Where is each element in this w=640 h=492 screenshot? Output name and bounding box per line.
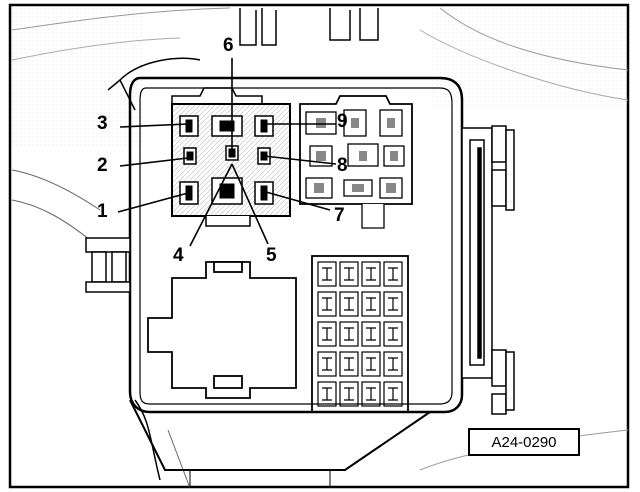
fuse-blade-icon [344, 357, 354, 371]
fuse-slot [339, 321, 359, 347]
relay-socket-block [171, 87, 291, 227]
callout-6: 6 [223, 35, 234, 56]
fuse-blade-icon [366, 297, 376, 311]
callout-8: 8 [337, 155, 348, 176]
fuse-panel [311, 255, 409, 413]
callout-2: 2 [97, 155, 108, 176]
fuse-blade-icon [322, 267, 332, 281]
box-housing [128, 76, 464, 488]
fuse-slot [383, 291, 403, 317]
callout-7: 7 [334, 205, 345, 226]
fuse-blade-icon [344, 327, 354, 341]
fuse-slot [317, 291, 337, 317]
fuse-blade-icon [366, 387, 376, 401]
fuse-slot [383, 261, 403, 287]
relay-socket-block-right [299, 95, 413, 229]
fuse-blade-icon [388, 357, 398, 371]
fuse-blade-icon [388, 387, 398, 401]
fuse-slot [383, 381, 403, 407]
fuse-blade-icon [322, 387, 332, 401]
fuse-blade-icon [322, 297, 332, 311]
fuse-blade-icon [366, 357, 376, 371]
callout-3: 3 [97, 113, 108, 134]
fuse-slot [317, 381, 337, 407]
fuse-slot [361, 381, 381, 407]
fuse-blade-icon [388, 327, 398, 341]
callout-leaders [117, 58, 337, 247]
right-rail [461, 125, 515, 415]
fuse-slot [339, 351, 359, 377]
callout-1: 1 [97, 201, 108, 222]
callout-5: 5 [266, 245, 277, 266]
fuse-slot [361, 261, 381, 287]
top-bracket [107, 8, 379, 111]
left-clips [85, 237, 131, 293]
fuse-slot [361, 321, 381, 347]
fuse-slot [317, 321, 337, 347]
fuse-blade-icon [344, 297, 354, 311]
fuse-blade-icon [322, 357, 332, 371]
large-relay-outline [147, 261, 297, 399]
fuse-blade-icon [366, 267, 376, 281]
fuse-blade-icon [388, 297, 398, 311]
fuse-blade-icon [344, 267, 354, 281]
fuse-slot [383, 321, 403, 347]
fuse-blade-icon [388, 267, 398, 281]
callout-9: 9 [337, 111, 348, 132]
outer-frame [8, 3, 630, 489]
reference-code-box: A24-0290 [468, 428, 580, 456]
fuse-blade-icon [344, 387, 354, 401]
fuse-slot [361, 351, 381, 377]
fuse-slot [317, 351, 337, 377]
fuse-slot [339, 381, 359, 407]
fuse-slot [317, 261, 337, 287]
reference-code: A24-0290 [491, 433, 557, 451]
callout-4: 4 [173, 245, 184, 266]
fuse-slot [339, 291, 359, 317]
fuse-blade-icon [322, 327, 332, 341]
fuse-slot [383, 351, 403, 377]
fuse-blade-icon [366, 327, 376, 341]
fuse-slot [339, 261, 359, 287]
fuse-slot [361, 291, 381, 317]
